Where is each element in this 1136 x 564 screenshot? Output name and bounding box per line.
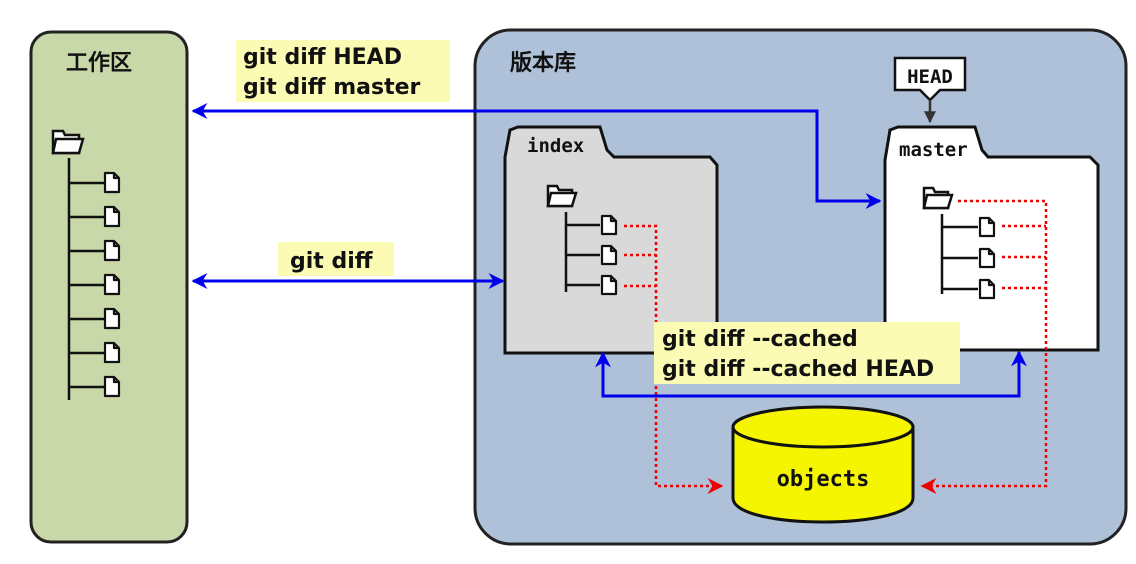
file-icon <box>978 247 996 269</box>
master-box: master <box>883 125 1100 352</box>
cmd-diff-cached-head: git diff --cached HEAD <box>662 357 934 382</box>
folder-icon <box>546 184 578 208</box>
file-icon <box>103 375 121 398</box>
index-box: index <box>503 125 719 355</box>
head-label: HEAD <box>907 66 953 88</box>
folder-icon <box>51 129 85 155</box>
file-icon <box>103 205 121 228</box>
file-icon <box>978 216 996 238</box>
file-icon <box>978 278 996 300</box>
repository-title: 版本库 <box>510 51 576 76</box>
cmd-head-master: git diff HEAD git diff master <box>236 40 450 102</box>
arrow-worktree-master <box>191 103 882 209</box>
file-icon <box>600 214 618 236</box>
cmd-worktree-index: git diff <box>278 242 394 276</box>
cmd-diff: git diff <box>290 249 374 274</box>
cmd-diff-head: git diff HEAD <box>243 45 402 70</box>
file-icon <box>103 171 121 194</box>
file-icon <box>600 274 618 296</box>
arrow-index-master <box>595 350 1027 398</box>
file-icon <box>103 273 121 296</box>
objects-store: objects <box>731 405 915 524</box>
cmd-diff-master: git diff master <box>243 75 421 100</box>
workspace-title: 工作区 <box>66 51 132 76</box>
cmd-cached: git diff --cached git diff --cached HEAD <box>654 322 960 384</box>
diff-arrows <box>191 103 1027 398</box>
file-icon <box>600 244 618 266</box>
cmd-diff-cached: git diff --cached <box>662 327 858 352</box>
master-tab-label: master <box>899 139 968 161</box>
file-icon <box>103 341 121 364</box>
folder-icon <box>922 186 954 210</box>
workspace-tree <box>51 129 121 400</box>
file-icon <box>103 307 121 330</box>
head-pointer: HEAD <box>893 56 967 124</box>
objects-label: objects <box>777 467 870 492</box>
index-tab-label: index <box>527 135 584 157</box>
file-icon <box>103 239 121 262</box>
